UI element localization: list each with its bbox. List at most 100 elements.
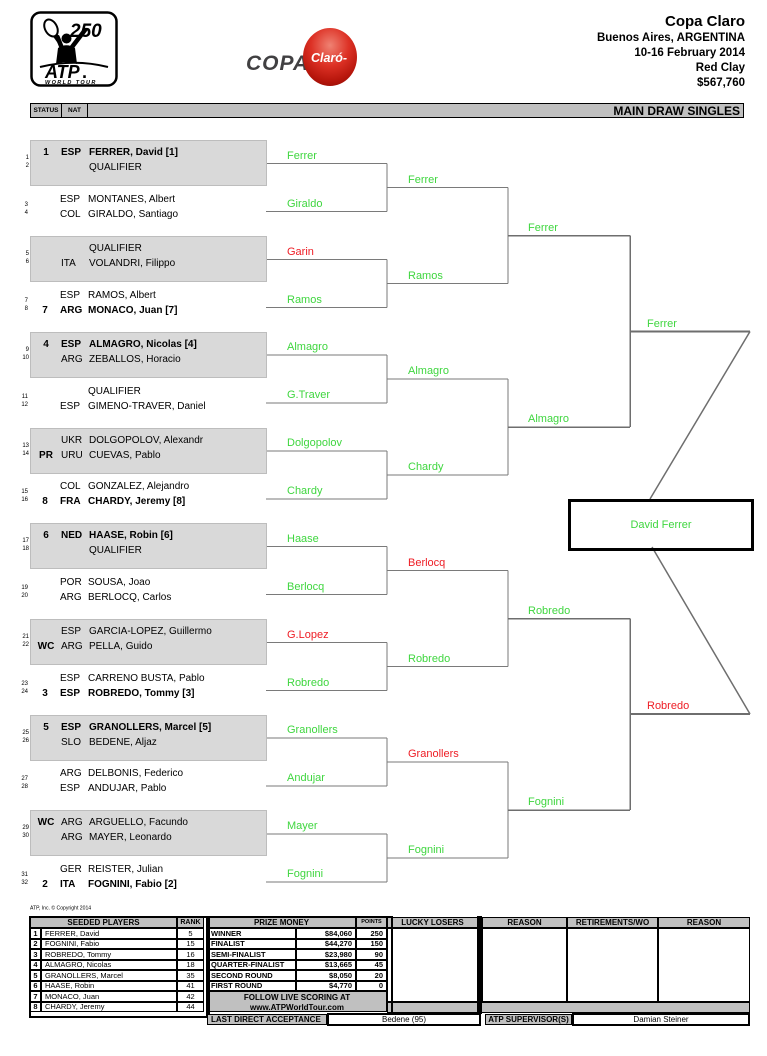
seeded-player-rank: 15 — [177, 938, 204, 949]
seed-number: 3 — [30, 949, 41, 960]
line-number: 3 — [24, 202, 28, 208]
prize-round-label: QUARTER-FINALIST — [207, 959, 296, 970]
svg-text:.: . — [82, 62, 87, 82]
entry-nation: ARG — [60, 592, 82, 603]
quarterfinal-winner: Fognini — [528, 796, 565, 808]
seed-number: 8 — [30, 1001, 41, 1012]
line-number: 31 — [21, 872, 28, 878]
line-number: 19 — [21, 585, 28, 591]
status-column-header: STATUS — [31, 104, 62, 117]
entry-seed-status: 5 — [43, 722, 49, 733]
line-number: 21 — [22, 634, 29, 640]
entry-seed-status: WC — [37, 641, 55, 652]
line-number: 15 — [21, 489, 28, 495]
entry-seed-status: WC — [37, 817, 55, 828]
entry-player-name: HAASE, Robin [6] — [89, 530, 173, 541]
entry-player-name: RAMOS, Albert — [88, 290, 156, 301]
entry-seed-status: 7 — [42, 305, 48, 316]
entry-nation: ARG — [61, 354, 83, 365]
points-header: POINTS — [356, 917, 387, 928]
seeded-player-name: ALMAGRO, Nicolas — [41, 959, 177, 970]
entry-player-name: ARGUELLO, Facundo — [89, 817, 188, 828]
entry-seed-status: 6 — [43, 530, 49, 541]
live-scoring-note: FOLLOW LIVE SCORING AT www.ATPWorldTour.… — [207, 991, 387, 1012]
claro-wordmark: Claró- — [311, 51, 347, 65]
entry-nation: URU — [61, 450, 83, 461]
live-scoring-line1: FOLLOW LIVE SCORING AT — [243, 993, 351, 1002]
entry-player-name: ANDUJAR, Pablo — [88, 783, 167, 794]
entry-player-name: MAYER, Leonardo — [89, 832, 172, 843]
prize-money-header: PRIZE MONEY — [207, 917, 356, 928]
nat-column-header: NAT — [62, 104, 88, 117]
entry-nation: ITA — [61, 258, 76, 269]
entry-nation: ARG — [61, 641, 83, 652]
entry-nation: ESP — [60, 673, 81, 684]
entry-player-name: GIRALDO, Santiago — [88, 209, 179, 220]
reason-header: REASON — [482, 917, 567, 928]
line-number: 32 — [21, 880, 28, 886]
claro-logo: Claró- — [303, 28, 357, 86]
entry-nation: UKR — [61, 435, 83, 446]
round1-winner: Andujar — [287, 772, 325, 784]
seeded-player-rank: 44 — [177, 1001, 204, 1012]
line-number: 13 — [22, 443, 29, 449]
prize-points: 90 — [356, 949, 387, 960]
entry-nation: ARG — [60, 305, 83, 316]
entry-player-name: REISTER, Julian — [88, 864, 164, 875]
seeded-player-name: FERRER, David — [41, 928, 177, 939]
entry-player-name: ALMAGRO, Nicolas [4] — [89, 339, 197, 350]
round1-winner: Giraldo — [287, 198, 323, 210]
entry-seed-status: 4 — [43, 339, 49, 350]
round1-winner: Berlocq — [287, 581, 325, 593]
line-number: 6 — [25, 259, 29, 265]
seeded-player-rank: 35 — [177, 970, 204, 981]
champion-box: David Ferrer — [568, 499, 754, 551]
entry-player-name: CARRENO BUSTA, Pablo — [88, 673, 205, 684]
prize-amount: $4,770 — [296, 980, 356, 991]
round2-winner: Almagro — [408, 365, 449, 377]
entry-nation: ITA — [60, 879, 76, 890]
line-number: 1 — [25, 155, 29, 161]
line-number: 12 — [21, 402, 28, 408]
round2-winner: Robredo — [408, 653, 451, 665]
line-number: 25 — [22, 730, 29, 736]
round2-winner: Ferrer — [408, 174, 438, 186]
entry-seed-status: 1 — [43, 147, 49, 158]
prize-round-label: SEMI-FINALIST — [207, 949, 296, 960]
entry-player-name: QUALIFIER — [89, 243, 142, 254]
quarterfinal-winner: Ferrer — [528, 222, 558, 234]
last-direct-acceptance-label: LAST DIRECT ACCEPTANCE — [207, 1013, 327, 1025]
line-number: 4 — [24, 210, 28, 216]
prize-round-label: FINALIST — [207, 938, 296, 949]
semifinal-winner: Ferrer — [647, 318, 677, 330]
seeded-player-rank: 5 — [177, 928, 204, 939]
seed-number: 5 — [30, 970, 41, 981]
entry-player-name: ROBREDO, Tommy [3] — [88, 688, 195, 699]
line-number: 29 — [22, 825, 29, 831]
round1-winner: Almagro — [287, 341, 328, 353]
round1-winner: Fognini — [287, 868, 324, 880]
round1-winner: G.Traver — [287, 389, 330, 401]
entry-player-name: ZEBALLOS, Horacio — [89, 354, 181, 365]
line-number: 14 — [22, 451, 29, 457]
entry-nation: FRA — [60, 496, 81, 507]
entry-player-name: FOGNINI, Fabio [2] — [88, 879, 177, 890]
prize-round-label: FIRST ROUND — [207, 980, 296, 991]
